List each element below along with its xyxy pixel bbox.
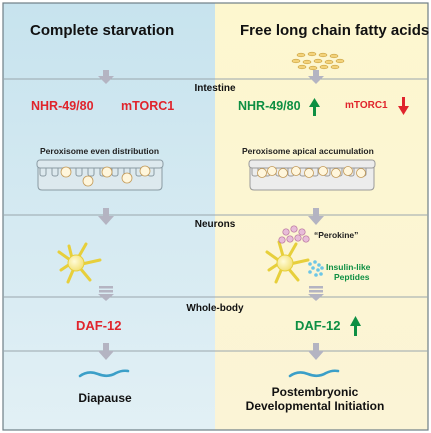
left-title: Complete starvation — [30, 22, 175, 39]
insulin-label-line2: Peptides — [334, 272, 370, 282]
arrow-left-4 — [98, 343, 114, 360]
green-up-arrow-nhr — [309, 98, 320, 116]
arrow-right-4 — [308, 343, 324, 360]
insulin-peptide-dots — [308, 260, 324, 277]
perokine-particles — [278, 225, 310, 244]
arrow-left-2 — [98, 208, 114, 225]
right-nhr-label: NHR-49/80 — [238, 99, 301, 113]
arrow-right-2 — [308, 208, 324, 225]
neuron-right-body — [276, 254, 294, 272]
section-dividers — [3, 78, 428, 352]
right-peroxisome-label: Peroxisome apical accumulation — [242, 146, 374, 156]
equals-arrows — [98, 286, 324, 301]
section-intestine: Intestine — [194, 83, 236, 94]
arrow-left-1 — [98, 70, 114, 84]
red-down-arrow-mtorc — [398, 97, 409, 115]
left-peroxisome-label: Peroxisome even distribution — [40, 146, 160, 156]
fatty-acid-pellets — [291, 51, 345, 71]
left-daf-label: DAF-12 — [76, 318, 122, 333]
section-neurons: Neurons — [194, 219, 236, 230]
arrow-right-1 — [308, 70, 324, 84]
neuron-left-body — [67, 254, 85, 272]
worm-left — [78, 369, 130, 378]
right-outcome-line2: Developmental Initiation — [245, 399, 385, 413]
peroxisomes-left — [60, 165, 151, 187]
left-nhr-label: NHR-49/80 — [31, 99, 94, 113]
right-mtorc-label: mTORC1 — [345, 100, 388, 111]
peroxisomes-right — [257, 166, 366, 178]
left-mtorc-label: mTORC1 — [121, 99, 175, 113]
insulin-label-line1: Insulin-like — [326, 262, 371, 272]
section-whole-body: Whole-body — [186, 303, 244, 314]
right-daf-label: DAF-12 — [295, 318, 341, 333]
green-up-arrow-daf — [350, 316, 361, 336]
worm-right — [288, 369, 340, 378]
perokine-label: “Perokine” — [314, 230, 359, 240]
flow-arrows — [98, 70, 324, 360]
right-title: Free long chain fatty acids — [240, 22, 430, 39]
right-outcome-line1: Postembryonic — [271, 385, 359, 399]
left-outcome: Diapause — [78, 391, 132, 405]
